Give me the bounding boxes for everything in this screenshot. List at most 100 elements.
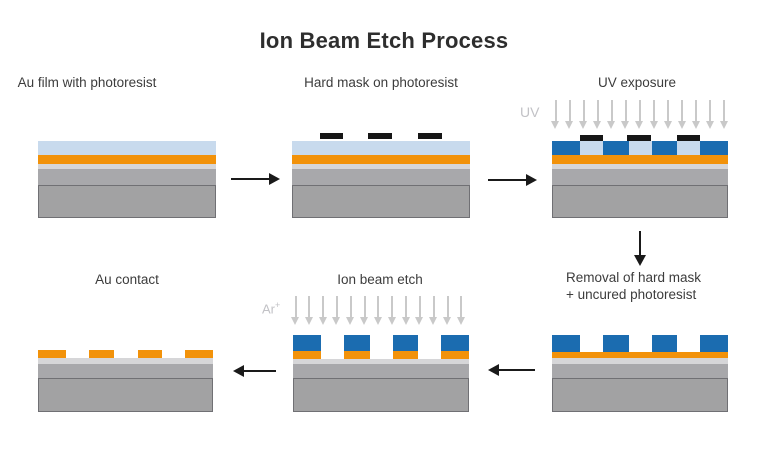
panel-label-au-contact: Au contact [95,272,159,287]
hard-mask-chip [627,135,651,141]
thin-film-layer [552,164,728,169]
beam-down-arrow-icon [663,100,673,129]
beam-down-arrow-icon [621,100,630,129]
arrow-left-step4-to-step5-icon [488,364,535,376]
au-contact-block [185,350,213,358]
substrate [552,185,728,218]
beam-down-arrow-icon [401,296,411,325]
stack-removal [552,335,728,412]
beam-down-arrow-icon [373,296,383,325]
au-contact-block [393,351,418,359]
beam-down-arrow-icon [387,296,397,325]
beam-down-arrow-icon [429,296,438,325]
stack-au-film-with-photoresist [38,141,216,218]
arrow-right-step1-to-step2-icon [231,173,280,185]
exposed-photoresist-layer [552,141,728,155]
substrate [293,378,469,412]
hard-mask-chip [319,133,344,139]
uncured-photoresist-segment [628,141,653,155]
beam-down-arrow-icon [318,296,328,325]
removal-label-line2: + uncured photoresist [566,287,697,302]
beam-down-arrow-icon [579,100,588,129]
arrow-right-step2-to-step3-icon [488,174,537,186]
au-film-layer [552,155,728,164]
base-layer [292,169,470,185]
thin-film-layer [293,359,469,364]
cured-photoresist-block [344,335,370,351]
uncured-photoresist-segment [580,141,604,155]
beam-down-arrow-icon [291,296,300,325]
etch-pillar [293,335,322,359]
etch-pillar [344,335,370,359]
beam-down-arrow-icon [677,100,687,129]
base-layer [552,169,728,185]
cured-photoresist-block [552,335,581,352]
ar-beam-arrows [291,296,466,325]
beam-down-arrow-icon [456,296,466,325]
base-layer [38,169,216,185]
thin-film-layer [38,358,213,364]
panel-label-hard-mask: Hard mask on photoresist [304,75,458,90]
beam-down-arrow-icon [705,100,715,129]
au-contact-block [88,350,115,358]
substrate [292,185,470,218]
cured-photoresist-block [652,335,677,352]
panel-label-ion-beam-etch: Ion beam etch [337,272,423,287]
substrate [38,378,213,412]
beam-down-arrow-icon [691,100,701,129]
ar-beam-label: Ar+ [262,300,281,317]
stack-hard-mask-on-photoresist [292,133,470,218]
beam-down-arrow-icon [719,100,729,129]
hard-mask-chip [579,135,603,141]
base-layer [293,364,469,378]
beam-down-arrow-icon [332,296,341,325]
thin-film-layer [552,358,728,364]
panel-label-au-film: Au film with photoresist [17,75,157,90]
arrow-left-step5-to-step6-icon [233,365,276,377]
base-layer [38,364,213,378]
removal-label-line1: Removal of hard mask [566,270,702,285]
au-contact-block [344,351,370,359]
cured-photoresist-block [699,335,728,352]
beam-down-arrow-icon [607,100,616,129]
substrate [38,185,216,218]
hard-mask-chip [676,135,700,141]
thin-film-layer [292,164,470,169]
beam-down-arrow-icon [346,296,355,325]
beam-down-arrow-icon [415,296,424,325]
beam-down-arrow-icon [360,296,369,325]
uv-beam-label: UV [520,104,540,120]
beam-down-arrow-icon [635,100,644,129]
au-film-layer [552,352,728,358]
photoresist-layer [292,141,470,155]
au-film-layer [38,155,216,164]
au-film-layer [292,155,470,164]
beam-down-arrow-icon [649,100,659,129]
panel-label-uv-exposure: UV exposure [597,75,677,90]
cured-photoresist-block [293,335,322,351]
hard-mask-chip [418,133,442,139]
panel-label-removal: Removal of hard mask + uncured photoresi… [566,269,736,303]
photoresist-layer [38,141,216,155]
base-layer [552,364,728,378]
etch-pillar [440,335,469,359]
cured-photoresist-block [440,335,469,351]
beam-down-arrow-icon [551,100,560,129]
stack-ion-beam-etch [293,335,469,412]
substrate [552,378,728,412]
au-contact-block [38,350,66,358]
au-contact-block [293,351,322,359]
beam-down-arrow-icon [443,296,452,325]
beam-down-arrow-icon [565,100,574,129]
hard-mask-chip [368,133,393,139]
etch-pillar [393,335,418,359]
stack-uv-exposure [552,135,728,218]
arrow-down-step3-to-step4-icon [634,231,646,266]
thin-film-layer [38,164,216,169]
uv-beam-arrows [551,100,729,129]
page-title: Ion Beam Etch Process [259,28,509,53]
au-contact-block [137,350,163,358]
beam-down-arrow-icon [593,100,602,129]
cured-photoresist-block [603,335,629,352]
